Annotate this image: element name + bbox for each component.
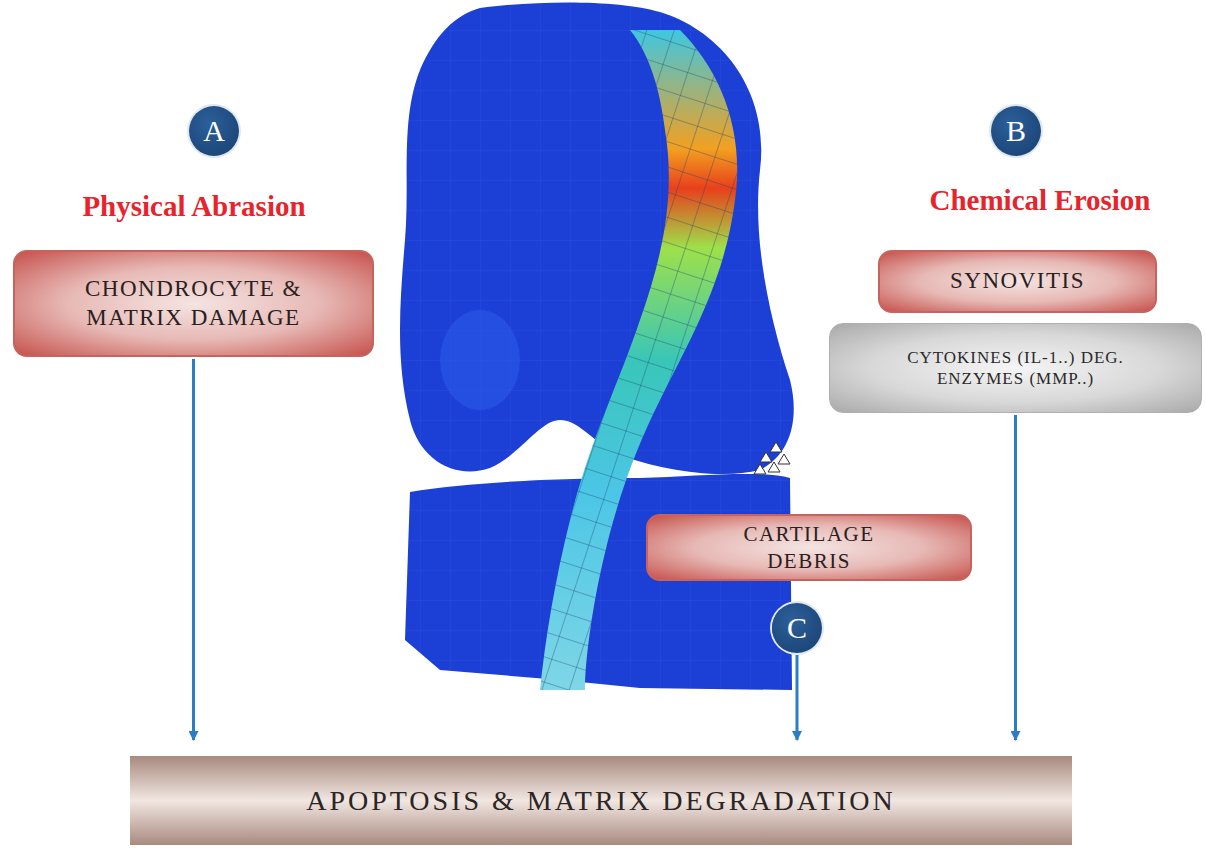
flow-arrow — [796, 655, 799, 740]
node-text: SYNOVITIS — [950, 267, 1085, 296]
node-text: A — [203, 112, 225, 150]
process-box: CYTOKINES (IL-1..) DEG. ENZYMES (MMP..) — [829, 323, 1202, 413]
node-text: CYTOKINES (IL-1..) DEG. ENZYMES (MMP..) — [891, 347, 1141, 390]
process-box: CARTILAGE DEBRIS — [646, 514, 972, 581]
mechanism-title: Chemical Erosion — [930, 184, 1151, 217]
flow-arrow — [192, 359, 195, 740]
result-band: APOPTOSIS & MATRIX DEGRADATION — [130, 756, 1072, 845]
callout-circle: C — [772, 603, 822, 653]
callout-circle: A — [189, 106, 239, 156]
mechanism-title: Physical Abrasion — [82, 190, 305, 223]
callout-circle: B — [991, 106, 1041, 156]
node-text: CHONDROCYTE & MATRIX DAMAGE — [59, 275, 329, 333]
process-box: SYNOVITIS — [878, 250, 1157, 313]
node-text: CARTILAGE DEBRIS — [709, 521, 909, 574]
flow-arrow — [1014, 415, 1017, 740]
node-text: C — [787, 609, 807, 647]
node-text: B — [1006, 112, 1026, 150]
node-text: APOPTOSIS & MATRIX DEGRADATION — [306, 783, 896, 818]
process-box: CHONDROCYTE & MATRIX DAMAGE — [13, 250, 374, 357]
